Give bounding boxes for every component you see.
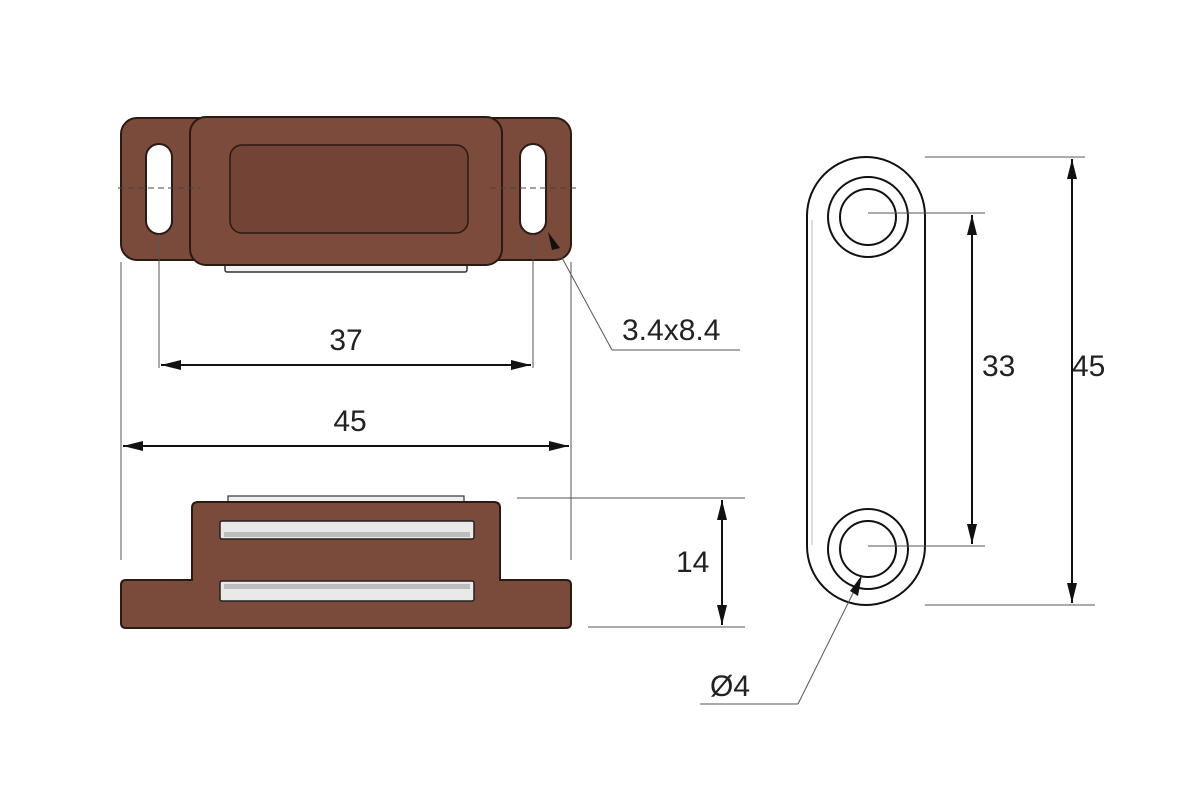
dimension-label-slot: 3.4x8.4 bbox=[622, 314, 720, 347]
dimension-plate-hole-spacing: 33 bbox=[967, 215, 1015, 544]
strike-plate bbox=[806, 156, 926, 606]
catch-top-view bbox=[118, 116, 576, 273]
inner-panel bbox=[229, 144, 469, 234]
dimension-height: 14 bbox=[676, 500, 727, 625]
dimension-overall-length: 45 bbox=[123, 405, 569, 451]
dimension-hole-spacing: 37 bbox=[161, 324, 531, 370]
dimension-plate-hole-diameter: Ø4 bbox=[700, 574, 863, 705]
strike-plate-body bbox=[806, 156, 926, 606]
dimension-label-33: 33 bbox=[982, 350, 1015, 383]
dimension-label-37: 37 bbox=[329, 324, 362, 357]
dimension-plate-length: 45 bbox=[1067, 159, 1105, 603]
catch-side-view bbox=[120, 495, 572, 629]
mounting-slot-right bbox=[519, 143, 547, 235]
dimension-label-diameter: Ø4 bbox=[710, 670, 750, 703]
dimension-label-45-length: 45 bbox=[333, 405, 366, 438]
mounting-slot-left bbox=[145, 143, 173, 235]
dimension-label-14: 14 bbox=[676, 546, 709, 579]
dimension-slot-size: 3.4x8.4 bbox=[547, 231, 740, 351]
dimension-label-45-plate: 45 bbox=[1072, 350, 1105, 383]
